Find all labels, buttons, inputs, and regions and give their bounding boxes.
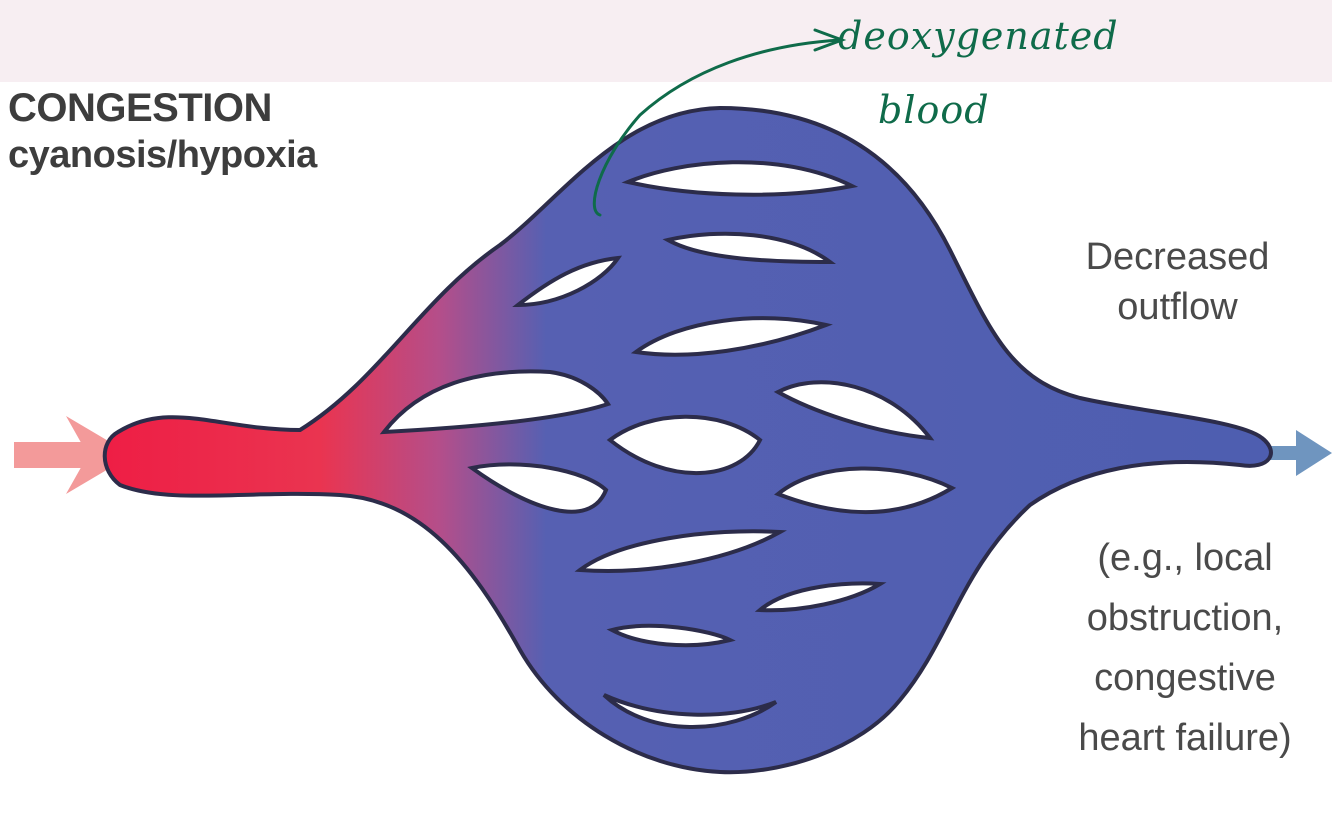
outflow-label-line: Decreased	[1050, 232, 1305, 282]
page-title: CONGESTION	[8, 84, 317, 132]
examples-line: congestive	[1040, 648, 1330, 708]
heading: CONGESTION cyanosis/hypoxia	[8, 84, 317, 178]
outflow-label-line: outflow	[1050, 282, 1305, 332]
handwritten-annotation-line1: deoxygenated	[838, 14, 1119, 58]
handwritten-annotation-line2: blood	[878, 88, 990, 132]
examples-label: (e.g., local obstruction, congestive hea…	[1040, 528, 1330, 768]
outflow-label: Decreased outflow	[1050, 232, 1305, 332]
examples-line: (e.g., local	[1040, 528, 1330, 588]
page-subtitle: cyanosis/hypoxia	[8, 132, 317, 178]
examples-line: heart failure)	[1040, 708, 1330, 768]
examples-line: obstruction,	[1040, 588, 1330, 648]
